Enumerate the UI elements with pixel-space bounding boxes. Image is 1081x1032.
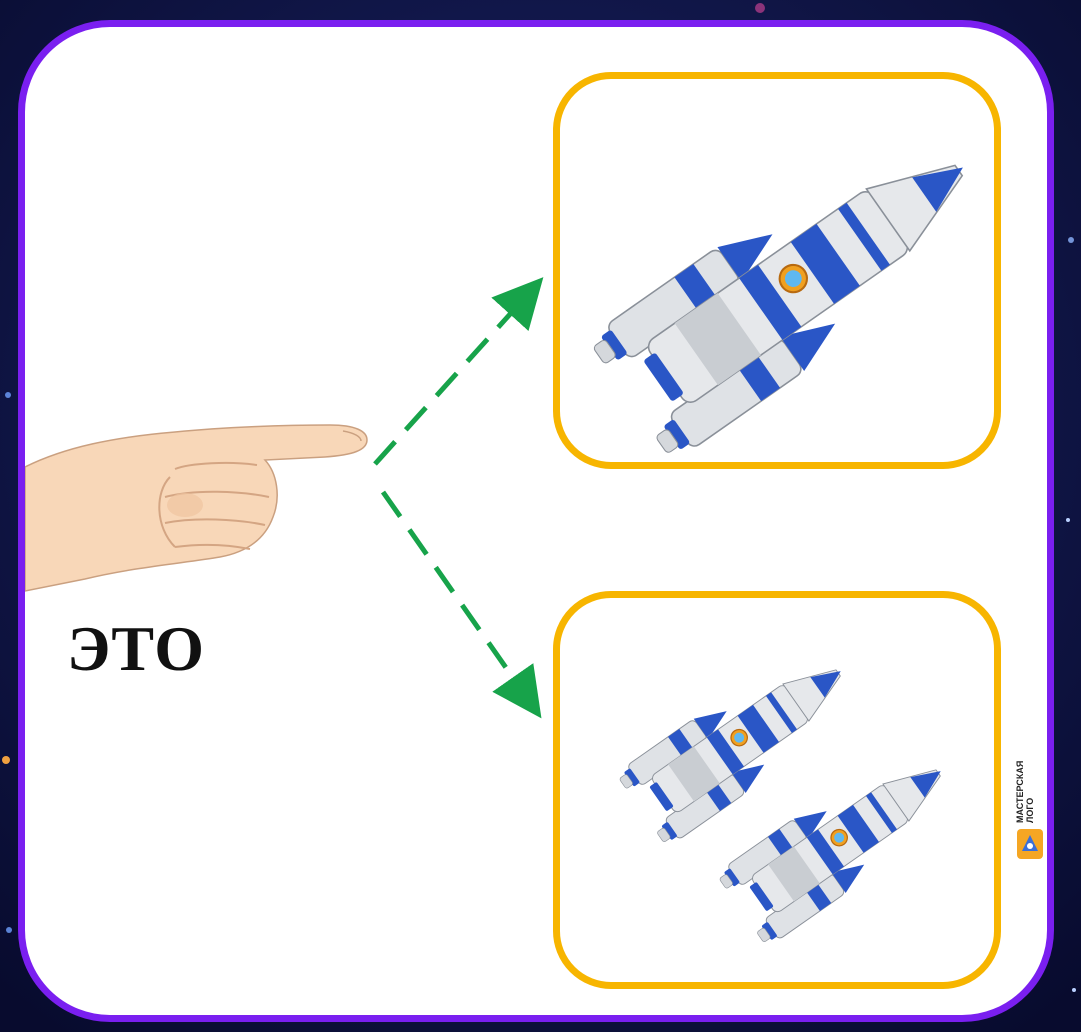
rocket-icon (619, 669, 841, 842)
choice-arrows (373, 277, 544, 719)
logo-mark-icon (1017, 829, 1043, 859)
brand-logo: МАСТЕРСКАЯ ЛОГО (1013, 727, 1047, 867)
option-single-rocket[interactable] (553, 72, 1001, 469)
word-label: ЭТО (67, 613, 206, 684)
pointing-hand-icon (25, 424, 368, 592)
rocket-icon (719, 769, 941, 942)
task-card: ЭТО (18, 20, 1054, 1022)
arrow-to-single (373, 277, 544, 466)
rocket-icon (593, 164, 964, 453)
logo-line-1: МАСТЕРСКАЯ (1015, 760, 1025, 823)
logo-text: МАСТЕРСКАЯ ЛОГО (1015, 727, 1035, 823)
option-two-rockets[interactable] (553, 591, 1001, 989)
logo-line-2: ЛОГО (1025, 797, 1035, 823)
arrow-to-plural (380, 490, 542, 719)
